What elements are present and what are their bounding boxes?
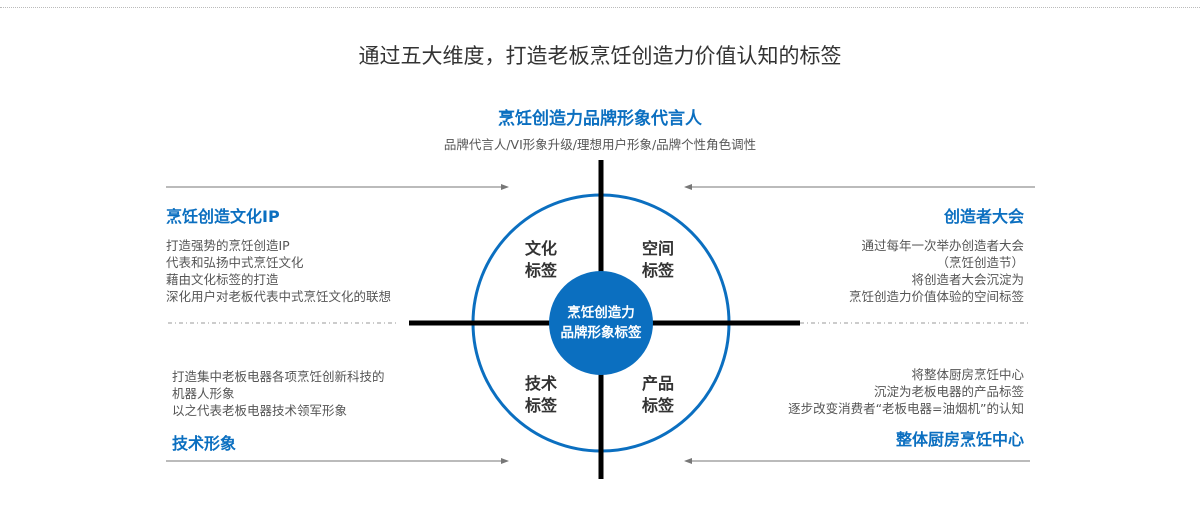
quadrant-space: 空间标签 [641,239,674,280]
center-line-1: 烹饪创造力 [567,305,635,321]
right-bottom-body: 将整体厨房烹饪中心沉淀为老板电器的产品标签逐步改变消费者“老板电器=油烟机”的认… [788,367,1024,416]
right-top-body: 通过每年一次举办创造者大会（烹饪创造节）将创造者大会沉淀为烹饪创造力价值体验的空… [848,238,1024,304]
center-circle: 烹饪创造力 品牌形象标签 [549,271,653,375]
center-line-2: 品牌形象标签 [560,325,642,341]
top-divider [0,7,1200,8]
page-title: 通过五大维度，打造老板烹饪创造力价值认知的标签 [358,44,842,68]
top-heading: 烹饪创造力品牌形象代言人 [498,109,702,129]
quadrant-product: 产品标签 [641,374,674,415]
right-bottom-heading: 整体厨房烹饪中心 [895,430,1024,449]
left-top-heading: 烹饪创造文化IP [166,207,280,226]
top-body: 品牌代言人/VI形象升级/理想用户形象/品牌个性角色调性 [443,137,757,152]
quadrant-tech: 技术标签 [524,374,557,415]
left-bottom-heading: 技术形象 [172,434,237,453]
left-bottom-body: 打造集中老板电器各项烹饪创新科技的机器人形象以之代表老板电器技术领军形象 [172,369,385,418]
quadrant-culture: 文化标签 [524,239,557,280]
right-top-heading: 创造者大会 [943,207,1024,226]
